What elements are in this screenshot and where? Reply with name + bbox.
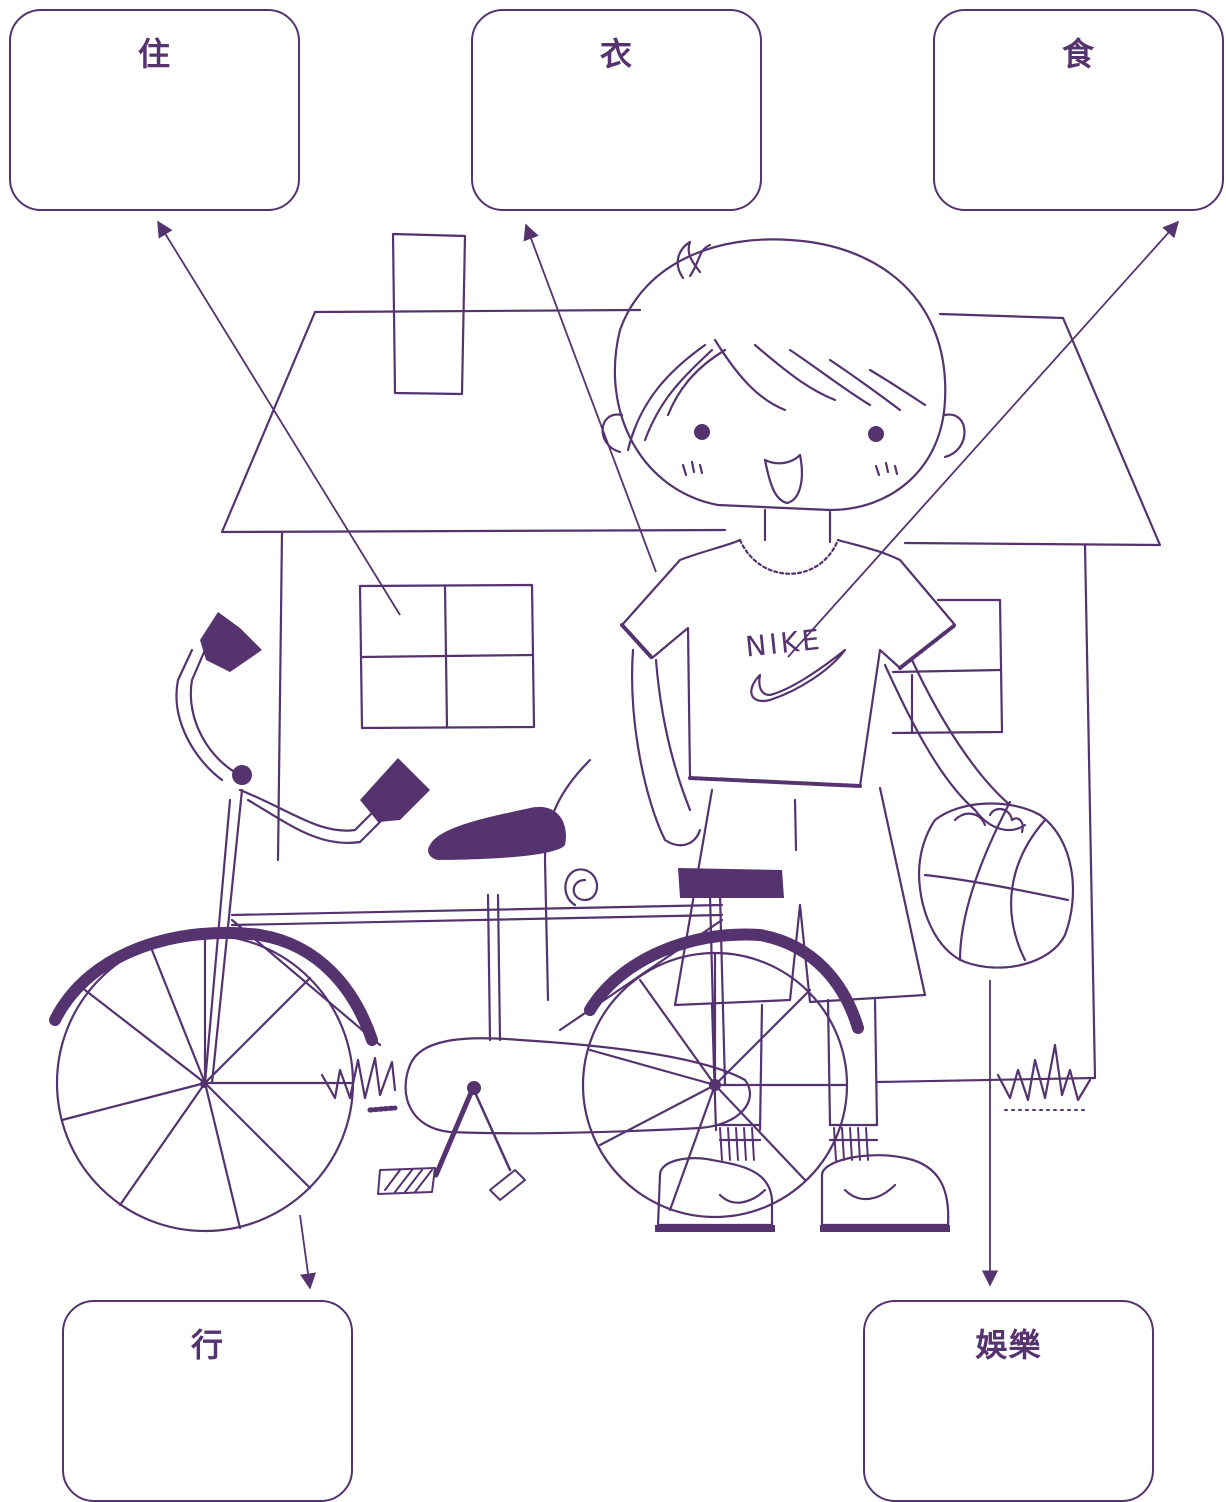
clothing-box[interactable]: 衣 [471, 9, 762, 211]
housing-box[interactable]: 住 [9, 9, 300, 211]
connector-clothing [526, 225, 656, 572]
bicycle-icon [55, 650, 1090, 1231]
transport-title: 行 [64, 1320, 351, 1366]
clothing-title: 衣 [473, 29, 760, 75]
food-box[interactable]: 食 [933, 9, 1224, 211]
transport-box[interactable]: 行 [62, 1300, 353, 1502]
connector-food [788, 222, 1178, 657]
housing-title: 住 [11, 29, 298, 75]
connector-transport [300, 1215, 310, 1288]
entertainment-box[interactable]: 娛樂 [863, 1300, 1154, 1502]
entertainment-title: 娛樂 [865, 1320, 1152, 1366]
food-title: 食 [935, 29, 1222, 75]
shirt-text: NIKE [744, 623, 824, 664]
connector-housing [158, 222, 400, 615]
